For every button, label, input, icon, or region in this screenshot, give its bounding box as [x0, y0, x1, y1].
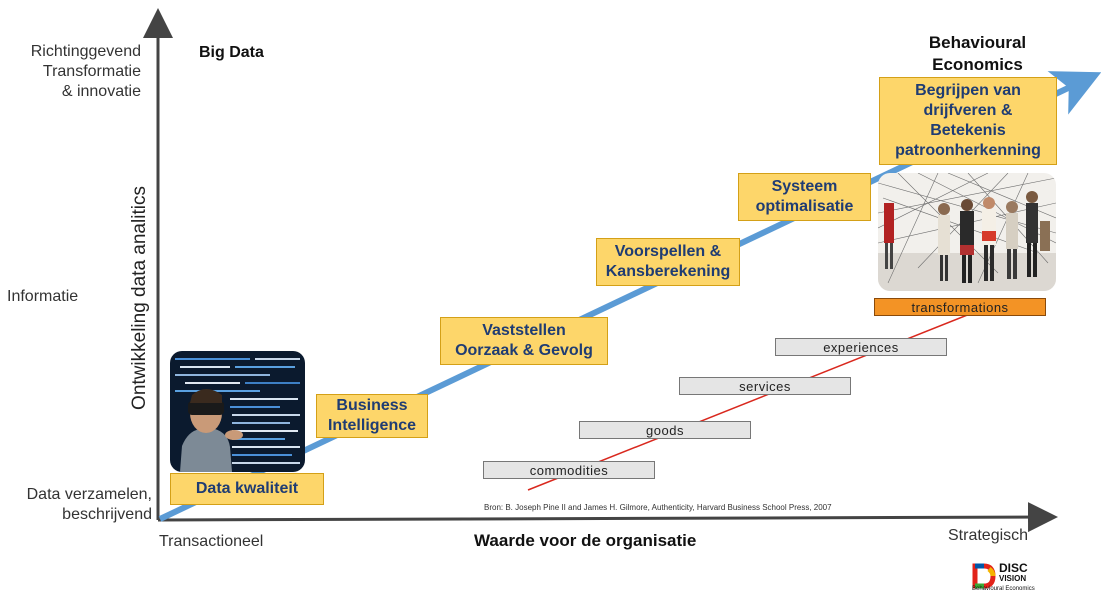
x-label-left: Transactioneel: [159, 533, 264, 550]
y-label-top-line2: Transformatie: [42, 63, 141, 80]
economy-transformations: transformations: [874, 298, 1046, 316]
stage-begrijpen-line1: Begrijpen van: [915, 82, 1021, 99]
installation-illustration: [878, 173, 1056, 291]
big-data-label: Big Data: [199, 44, 264, 61]
x-axis-line: [157, 502, 1058, 533]
economy-goods: goods: [579, 421, 751, 439]
stage-vaststellen: Vaststellen Oorzaak & Gevolg: [440, 317, 608, 365]
stage-begrijpen-line4: patroonherkenning: [895, 142, 1041, 159]
stage-begrijpen-line2: drijfveren &: [923, 102, 1013, 119]
logo-sub: VISION: [999, 574, 1027, 583]
y-label-bottom-line2: beschrijvend: [62, 506, 152, 523]
y-label-top-line1: Richtinggevend: [30, 43, 141, 60]
logo-tagline: Behavioural Economics: [972, 586, 1035, 592]
stage-systeem-line1: Systeem: [771, 178, 838, 195]
source-note: Bron: B. Joseph Pine II and James H. Gil…: [484, 503, 832, 512]
vr-code-illustration: [170, 351, 305, 472]
stage-voorspellen: Voorspellen & Kansberekening: [596, 238, 740, 286]
logo-name: DISC: [999, 561, 1028, 575]
visitors-group: [884, 191, 1050, 283]
stage-begrijpen: Begrijpen van drijfveren & Betekenis pat…: [879, 77, 1057, 165]
stage-voorspellen-line2: Kansberekening: [605, 263, 731, 280]
y-axis-title: Ontwikkeling data analitics: [129, 186, 150, 410]
y-label-top-line3: & innovatie: [61, 83, 141, 100]
x-axis-title: Waarde voor de organisatie: [474, 531, 697, 550]
x-label-right: Strategisch: [948, 527, 1029, 544]
stage-vaststellen-line1: Vaststellen: [482, 322, 566, 339]
disc-vision-logo: DISC VISION Behavioural Economics: [972, 562, 1042, 594]
vr-code-photo: [170, 351, 305, 472]
stage-data-kwaliteit-text: Data kwaliteit: [195, 480, 299, 497]
y-label-top: Richtinggevend Transformatie & innovatie: [0, 42, 141, 102]
stage-vaststellen-line2: Oorzaak & Gevolg: [455, 342, 593, 359]
y-label-bottom-line1: Data verzamelen,: [26, 486, 152, 503]
stage-voorspellen-line1: Voorspellen &: [614, 243, 722, 260]
stage-bi-line2: Intelligence: [327, 417, 417, 434]
economy-services: services: [679, 377, 851, 395]
installation-photo: [878, 173, 1056, 291]
behavioural-line1: Behavioural: [928, 33, 1027, 52]
stage-business-intelligence: Business Intelligence: [316, 394, 428, 438]
y-label-mid: Informatie: [7, 288, 79, 305]
y-label-bottom: Data verzamelen, beschrijvend: [2, 485, 152, 525]
economy-progression-line: [527, 301, 1001, 491]
stage-begrijpen-line3: Betekenis: [930, 122, 1006, 139]
stage-systeem-line2: optimalisatie: [755, 198, 854, 215]
disc-logo-icon: [972, 563, 996, 589]
stage-data-kwaliteit: Data kwaliteit: [170, 473, 324, 505]
stage-bi-line1: Business: [336, 397, 408, 414]
stage-systeem-optimalisatie: Systeem optimalisatie: [738, 173, 871, 221]
behavioural-line2: Economics: [932, 55, 1023, 74]
economy-commodities: commodities: [483, 461, 655, 479]
behavioural-economics-label: Behavioural Economics: [910, 32, 1045, 76]
economy-experiences: experiences: [775, 338, 947, 356]
